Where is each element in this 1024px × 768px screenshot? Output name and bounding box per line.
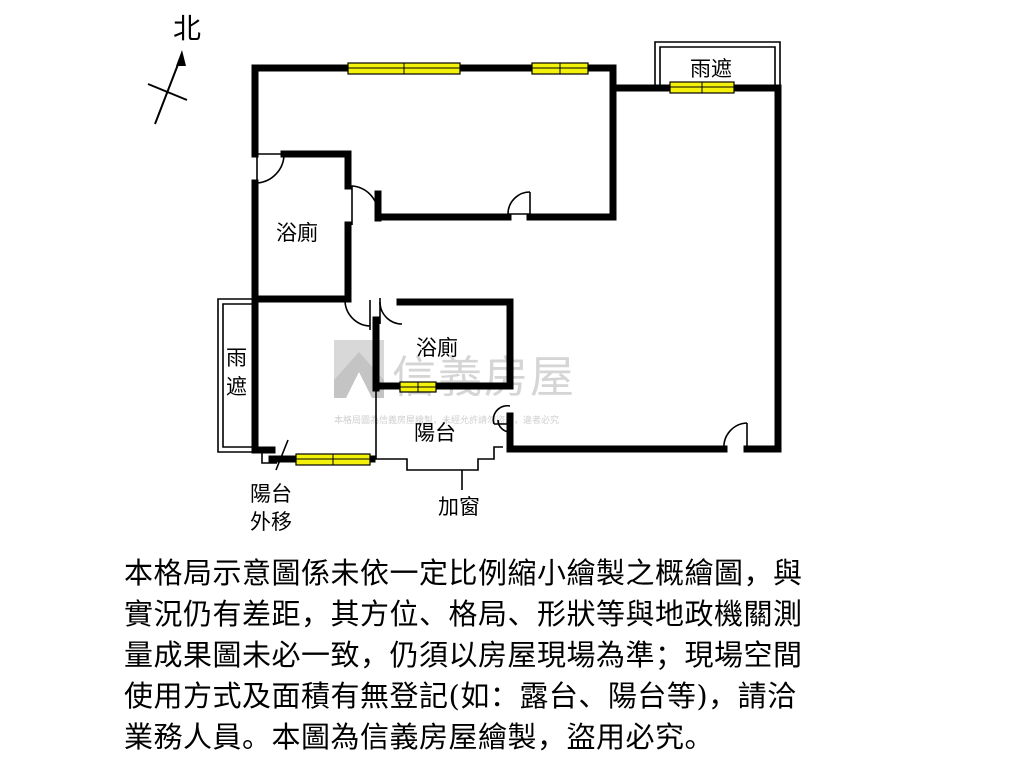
- added-window-label: 加窗: [438, 495, 480, 519]
- north-label: 北: [173, 12, 201, 45]
- watermark-brand: 信義房屋: [392, 352, 576, 403]
- awning-top: 雨遮: [654, 41, 781, 88]
- window-north-2: [531, 62, 589, 75]
- window-south: [295, 453, 371, 466]
- floor-plan: 北 信義房屋 本格局圖為信義房屋繪製，未經允許請勿盜用，違者必究: [147, 12, 782, 534]
- window-northeast: [669, 81, 735, 94]
- awning-left: 雨 遮: [217, 298, 255, 453]
- bathroom-1-label: 浴廁: [276, 221, 318, 245]
- watermark-notice: 本格局圖為信義房屋繪製，未經允許請勿盜用，違者必究: [334, 414, 559, 426]
- disclaimer-line: 本格局示意圖係未依一定比例縮小繪製之概繪圖，與: [124, 556, 803, 590]
- watermark: 信義房屋 本格局圖為信義房屋繪製，未經允許請勿盜用，違者必究: [334, 340, 576, 426]
- awning-left-label-bottom: 遮: [226, 375, 247, 399]
- door-room-icon: [507, 191, 531, 217]
- balcony-move-line2: 外移: [250, 510, 292, 534]
- window-north-1: [347, 62, 461, 75]
- balcony-move-line1: 陽台: [250, 482, 292, 506]
- doors: [256, 153, 748, 452]
- disclaimer-line: 使用方式及面積有無登記(如：露台、陽台等)，請洽: [124, 679, 797, 713]
- disclaimer-line: 量成果圖未必一致，仍須以房屋現場為準；現場空間: [124, 638, 803, 672]
- north-compass-icon: 北: [147, 12, 201, 125]
- balcony-move-annotation: 陽台 外移: [250, 439, 292, 534]
- door-corridor-icon: [348, 185, 379, 225]
- disclaimer-text: 本格局示意圖係未依一定比例縮小繪製之概繪圖，與 實況仍有差距，其方位、格局、形狀…: [124, 553, 914, 758]
- door-balcony-icon: [492, 404, 512, 433]
- outer-walls: [251, 64, 782, 471]
- interior-walls: [280, 84, 617, 459]
- door-bathroom1-icon: [256, 153, 285, 184]
- window-bathroom2: [399, 381, 437, 393]
- windows: [295, 62, 735, 466]
- balcony-label: 陽台: [414, 421, 456, 445]
- door-bathroom2-icon: [344, 298, 403, 330]
- door-entrance-icon: [723, 422, 748, 452]
- added-window-annotation: 加窗: [438, 470, 480, 519]
- awning-left-label-top: 雨: [226, 346, 247, 370]
- disclaimer-line: 實況仍有差距，其方位、格局、形狀等與地政機關測: [124, 597, 803, 631]
- awning-top-label: 雨遮: [690, 57, 732, 81]
- bathroom-2-label: 浴廁: [416, 336, 458, 360]
- disclaimer-line: 業務人員。本圖為信義房屋繪製，盜用必究。: [124, 720, 715, 754]
